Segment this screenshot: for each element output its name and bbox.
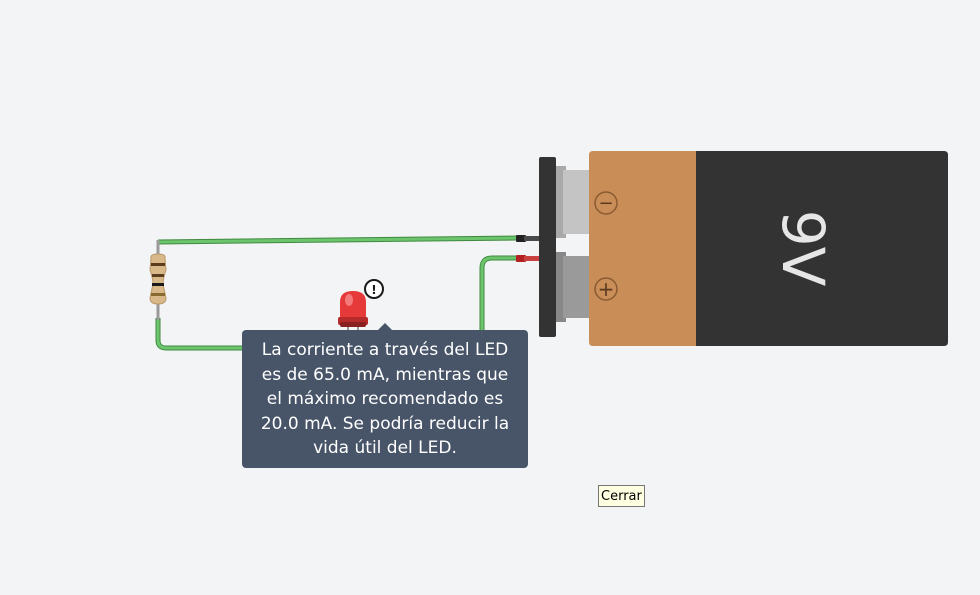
tooltip-line: el máximo recomendado es: [266, 389, 504, 409]
battery-9v[interactable]: 9V: [589, 151, 948, 346]
battery-plus-terminal-icon: +: [594, 277, 618, 301]
tooltip-line: es de 65.0 mA, mientras que: [261, 364, 509, 385]
battery-minus-terminal-icon: −: [594, 191, 618, 215]
tooltip-arrow: [377, 323, 393, 331]
wire-bottom-left[interactable]: [155, 318, 250, 351]
close-button[interactable]: Cerrar: [598, 485, 645, 507]
battery-label: 9V: [769, 210, 837, 287]
battery-connector[interactable]: [516, 157, 556, 337]
led-warning-tooltip: La corriente a través del LED es de 65.0…: [242, 330, 528, 468]
resistor[interactable]: [149, 240, 167, 320]
tooltip-line: vida útil del LED.: [313, 438, 457, 458]
battery-terminals: [556, 166, 589, 322]
tooltip-line: La corriente a través del LED: [261, 340, 509, 360]
plus-symbol: +: [598, 277, 615, 301]
tooltip-line: 20.0 mA. Se podría reducir la: [260, 413, 510, 434]
wire-top[interactable]: [157, 235, 519, 245]
warning-icon[interactable]: !: [364, 279, 384, 299]
minus-symbol: −: [598, 193, 613, 214]
warning-symbol: !: [371, 283, 376, 297]
led[interactable]: [338, 291, 368, 336]
wire-positive[interactable]: [479, 255, 518, 330]
